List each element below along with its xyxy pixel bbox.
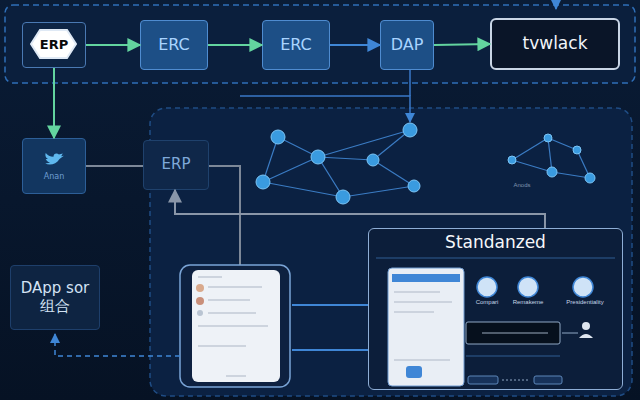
node-label: Anan xyxy=(44,172,65,181)
panel-button xyxy=(534,376,562,384)
phone-screen xyxy=(192,270,280,382)
node-label: tvwlack xyxy=(523,34,588,54)
text-line xyxy=(198,325,268,327)
flow-arrow xyxy=(175,190,545,228)
process-box: ERC xyxy=(262,20,330,70)
top-band xyxy=(5,5,635,83)
wire xyxy=(240,96,410,122)
network-link xyxy=(263,157,318,182)
network-link xyxy=(512,160,552,172)
text-line xyxy=(198,276,222,278)
network-link xyxy=(343,186,414,197)
text-line xyxy=(208,286,262,288)
icon-caption: Remakeme xyxy=(513,299,544,305)
phone-frame xyxy=(180,265,290,387)
node-label: ERC xyxy=(280,36,312,54)
message-box xyxy=(466,322,560,344)
flow-arrow xyxy=(208,44,262,46)
app-header xyxy=(392,274,460,282)
network-node xyxy=(508,156,516,164)
text-lines xyxy=(198,277,268,376)
panel-box: Standanzed xyxy=(368,228,623,390)
icon-caption: Compari xyxy=(476,299,499,305)
node-label: DApp sor 组合 xyxy=(19,280,91,315)
process-box: DAP xyxy=(380,20,434,70)
flow-arrow xyxy=(330,44,380,46)
wire xyxy=(502,380,530,381)
output-box: tvwlack xyxy=(490,18,620,70)
node-label: DAP xyxy=(391,36,424,54)
bird-icon xyxy=(43,150,65,168)
text-line xyxy=(198,345,246,347)
profile-icon xyxy=(573,277,593,297)
service-box: Anan xyxy=(22,138,86,194)
app-box: DApp sor 组合 xyxy=(10,265,100,330)
text-lines xyxy=(394,292,452,360)
exit-arrow xyxy=(555,0,557,9)
network-node xyxy=(271,130,285,144)
network-label: Anods xyxy=(513,182,530,188)
text-line xyxy=(482,332,548,333)
panel-fill xyxy=(368,228,623,390)
node-label: ERC xyxy=(158,36,190,54)
network-node xyxy=(585,173,595,183)
network-node xyxy=(547,167,557,177)
network-node xyxy=(544,134,552,142)
text-line xyxy=(394,359,450,361)
text-line xyxy=(208,312,256,314)
logo-hexagon xyxy=(31,30,76,58)
avatar-icon xyxy=(197,310,203,316)
network-link xyxy=(552,172,590,178)
profile-icon xyxy=(477,277,497,297)
text-line xyxy=(394,291,440,293)
person-icon xyxy=(579,334,593,338)
network-node xyxy=(403,123,417,137)
process-box: ERP xyxy=(143,140,209,190)
logo-box: ERP xyxy=(22,22,86,68)
wire xyxy=(562,333,578,334)
flow-arrow xyxy=(434,44,490,45)
network-node xyxy=(367,154,379,166)
network-links xyxy=(263,130,590,197)
network-node xyxy=(573,146,581,154)
text-line xyxy=(226,375,246,377)
network-node xyxy=(256,175,270,189)
avatar-icon xyxy=(196,297,204,305)
panel-heading: Standanzed xyxy=(445,233,546,253)
node-label: ERP xyxy=(162,156,191,173)
text-line xyxy=(394,311,434,313)
platform-region xyxy=(150,108,632,396)
panel-button xyxy=(468,376,498,384)
network-link xyxy=(318,130,410,157)
network-link xyxy=(373,160,414,186)
wire xyxy=(409,70,411,96)
flow-arrow xyxy=(86,44,140,46)
network-node xyxy=(311,150,325,164)
bird-icon xyxy=(45,153,64,165)
panel-divider xyxy=(466,356,560,357)
network-node xyxy=(336,190,350,204)
network-link xyxy=(548,138,577,150)
node-label: ERP xyxy=(40,38,68,53)
app-button xyxy=(406,366,422,378)
network-node xyxy=(408,180,420,192)
network-link xyxy=(318,157,373,160)
avatar-icon xyxy=(196,284,204,292)
app-screen xyxy=(388,268,464,386)
person-icon xyxy=(582,322,590,330)
panel-divider xyxy=(376,258,615,259)
network-link xyxy=(512,138,548,160)
network-link xyxy=(263,182,343,197)
icon-caption: Presidentiality xyxy=(566,299,603,305)
network-nodes xyxy=(256,123,595,204)
profile-icon xyxy=(518,277,538,297)
text-line xyxy=(394,301,452,303)
process-box: ERC xyxy=(140,20,208,70)
flow-arrow xyxy=(53,68,55,138)
dashed-arrow xyxy=(55,334,180,356)
text-line xyxy=(208,299,250,301)
